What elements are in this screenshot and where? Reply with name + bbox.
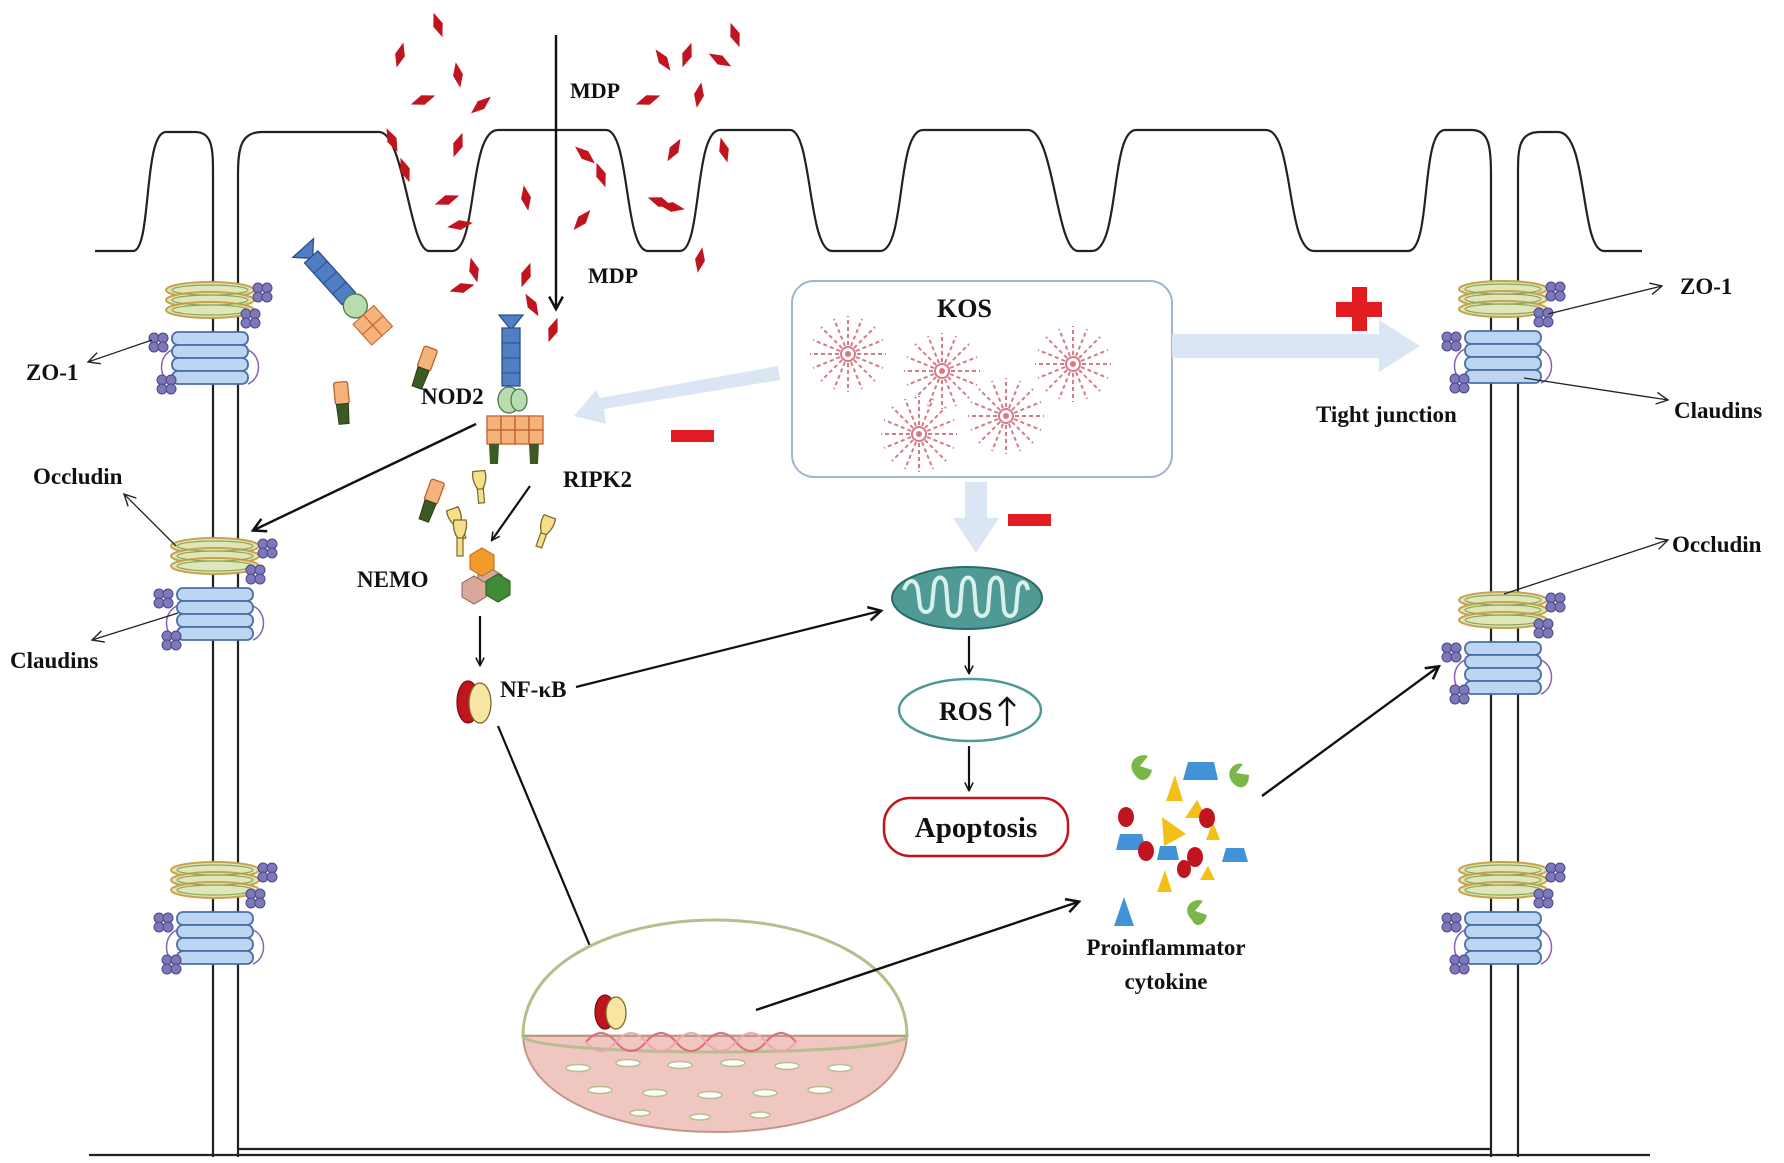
mdp-label-mid: MDP <box>588 263 638 288</box>
nemo-label: NEMO <box>357 567 429 592</box>
cytokine-cluster <box>1114 755 1249 926</box>
minus-sign-mitochondria <box>1008 514 1051 526</box>
ros-up-arrow <box>998 696 1016 726</box>
right-junction-bottom <box>1442 862 1565 974</box>
ros-oval <box>897 677 1043 743</box>
kos-label: KOS <box>937 294 992 323</box>
right-claudins-pointer <box>1523 377 1668 400</box>
left-junction-mid <box>154 538 277 650</box>
kos-inhibit-mitochondria-arrow <box>953 482 999 553</box>
minus-sign-nod2 <box>671 430 714 442</box>
left-claudins-label: Claudins <box>10 648 98 673</box>
cytokine-label-line1: Proinflammator <box>1086 935 1245 960</box>
nfkb-in-nucleus <box>594 994 627 1030</box>
nucleus <box>521 918 909 1134</box>
nod2-receptor-bound <box>486 314 544 464</box>
left-occludin-pointer <box>124 494 177 547</box>
tight-junction-label: Tight junction <box>1316 402 1457 427</box>
cytokine-to-junction-arrow <box>1261 667 1438 797</box>
ripk2-label: RIPK2 <box>563 467 632 492</box>
right-occludin-label: Occludin <box>1672 532 1762 557</box>
dna-helix <box>585 1032 797 1052</box>
nucleus-to-cytokine-arrow <box>755 902 1078 1012</box>
kos-promote-junction-arrow <box>1172 320 1420 372</box>
right-claudins-label: Claudins <box>1674 398 1762 423</box>
left-junction-bottom <box>154 862 277 974</box>
right-occludin-pointer <box>1503 540 1668 595</box>
kos-box <box>791 280 1173 478</box>
plus-sign-junction <box>1336 287 1382 331</box>
nfkb-dimer <box>456 680 492 724</box>
cell-membrane <box>89 128 1650 1157</box>
ripk2-to-nemo-arrow <box>492 485 531 540</box>
left-junction-top <box>149 282 272 394</box>
right-zo1-label: ZO-1 <box>1680 274 1732 299</box>
nod2-label: NOD2 <box>421 384 484 409</box>
nemo-complex <box>452 519 511 605</box>
ros-label: ROS <box>939 697 992 726</box>
left-claudins-pointer <box>92 612 179 640</box>
mdp-label-top: MDP <box>570 78 620 103</box>
nfkb-to-mitochondria-arrow <box>575 611 880 689</box>
nod2-receptor-free <box>291 237 394 346</box>
apoptosis-box <box>882 796 1070 858</box>
mdp-particles <box>381 11 745 344</box>
left-zo1-pointer <box>88 339 153 362</box>
left-zo1-label: ZO-1 <box>26 360 78 385</box>
right-zo1-pointer <box>1547 286 1662 315</box>
right-junction-mid <box>1442 592 1565 704</box>
kos-inhibit-nod2-arrow <box>574 366 780 424</box>
left-occludin-label: Occludin <box>33 464 123 489</box>
nfkb-label: NF-κB <box>500 677 566 702</box>
ripk2-free-pieces <box>332 345 446 524</box>
apoptosis-label: Apoptosis <box>915 812 1038 844</box>
right-junction-top <box>1442 281 1565 393</box>
nod2-to-junction-arrow <box>254 422 477 530</box>
cytokine-label-line2: cytokine <box>1124 969 1207 994</box>
mitochondrion <box>891 566 1043 630</box>
